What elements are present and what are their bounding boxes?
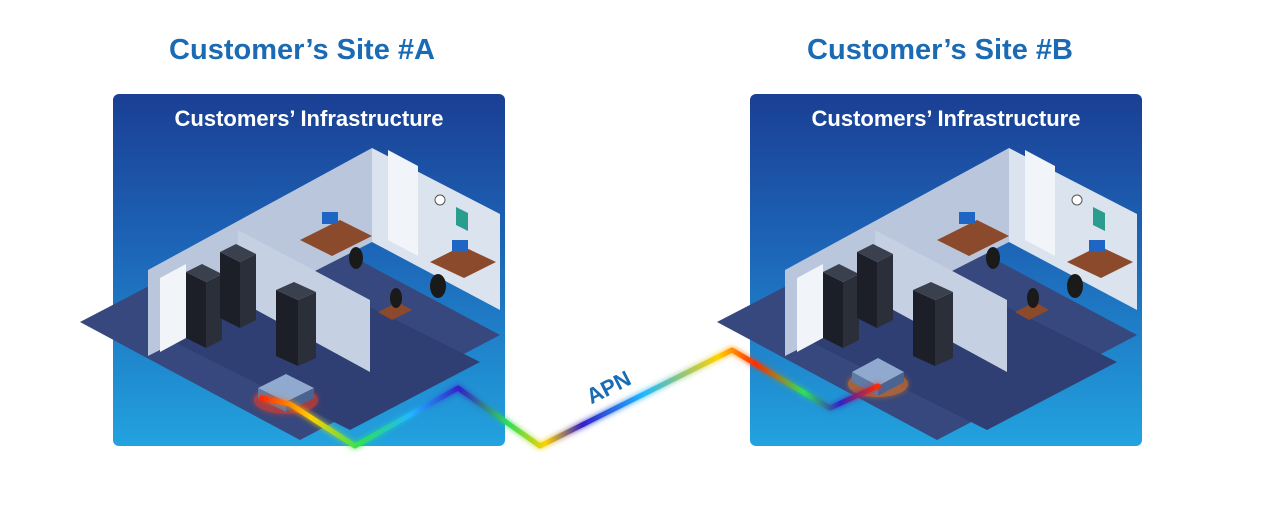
server-rack [276, 290, 298, 366]
desk [1015, 302, 1049, 320]
office-chair [349, 247, 363, 269]
server-rack-group [186, 244, 316, 366]
office-chair [1067, 274, 1083, 298]
server-rack [220, 252, 240, 328]
monitor [452, 240, 468, 252]
wall-clock-icon [1071, 194, 1083, 206]
server-rack [298, 292, 316, 366]
wall-picture [456, 207, 468, 231]
site-a-title: Customer’s Site #A [169, 34, 435, 66]
monitor [322, 212, 338, 224]
desk [430, 246, 496, 278]
server-rack-group [823, 244, 953, 366]
server-rack [823, 272, 843, 348]
wall-picture [1093, 207, 1105, 231]
server-rack [186, 264, 222, 282]
wall-clock-icon [434, 194, 446, 206]
site-b-title: Customer’s Site #B [807, 34, 1073, 66]
door [797, 264, 823, 352]
server-rack [206, 274, 222, 348]
desk [300, 220, 372, 256]
server-rack [877, 254, 893, 328]
office-chair [390, 288, 402, 308]
door [388, 150, 418, 256]
server-rack [823, 264, 859, 282]
monitor [1089, 240, 1105, 252]
server-rack [913, 282, 953, 300]
monitor [959, 212, 975, 224]
server-rack [843, 274, 859, 348]
server-rack [857, 252, 877, 328]
desk [378, 302, 412, 320]
apn-link-path [259, 347, 881, 449]
office-chair [1027, 288, 1039, 308]
office-chair [986, 247, 1000, 269]
desk [1067, 246, 1133, 278]
server-rack [276, 282, 316, 300]
server-rack [935, 292, 953, 366]
server-rack [240, 254, 256, 328]
desk [937, 220, 1009, 256]
site-a-office-illustration [80, 148, 500, 440]
server-rack [913, 290, 935, 366]
site-b-infrastructure-label: Customers’ Infrastructure [811, 106, 1081, 131]
office-chair [430, 274, 446, 298]
server-rack [857, 244, 893, 262]
site-b-office-illustration [717, 148, 1137, 440]
site-a-infrastructure-label: Customers’ Infrastructure [174, 106, 444, 131]
server-rack [186, 272, 206, 348]
server-rack [220, 244, 256, 262]
door [160, 264, 186, 352]
door [1025, 150, 1055, 256]
